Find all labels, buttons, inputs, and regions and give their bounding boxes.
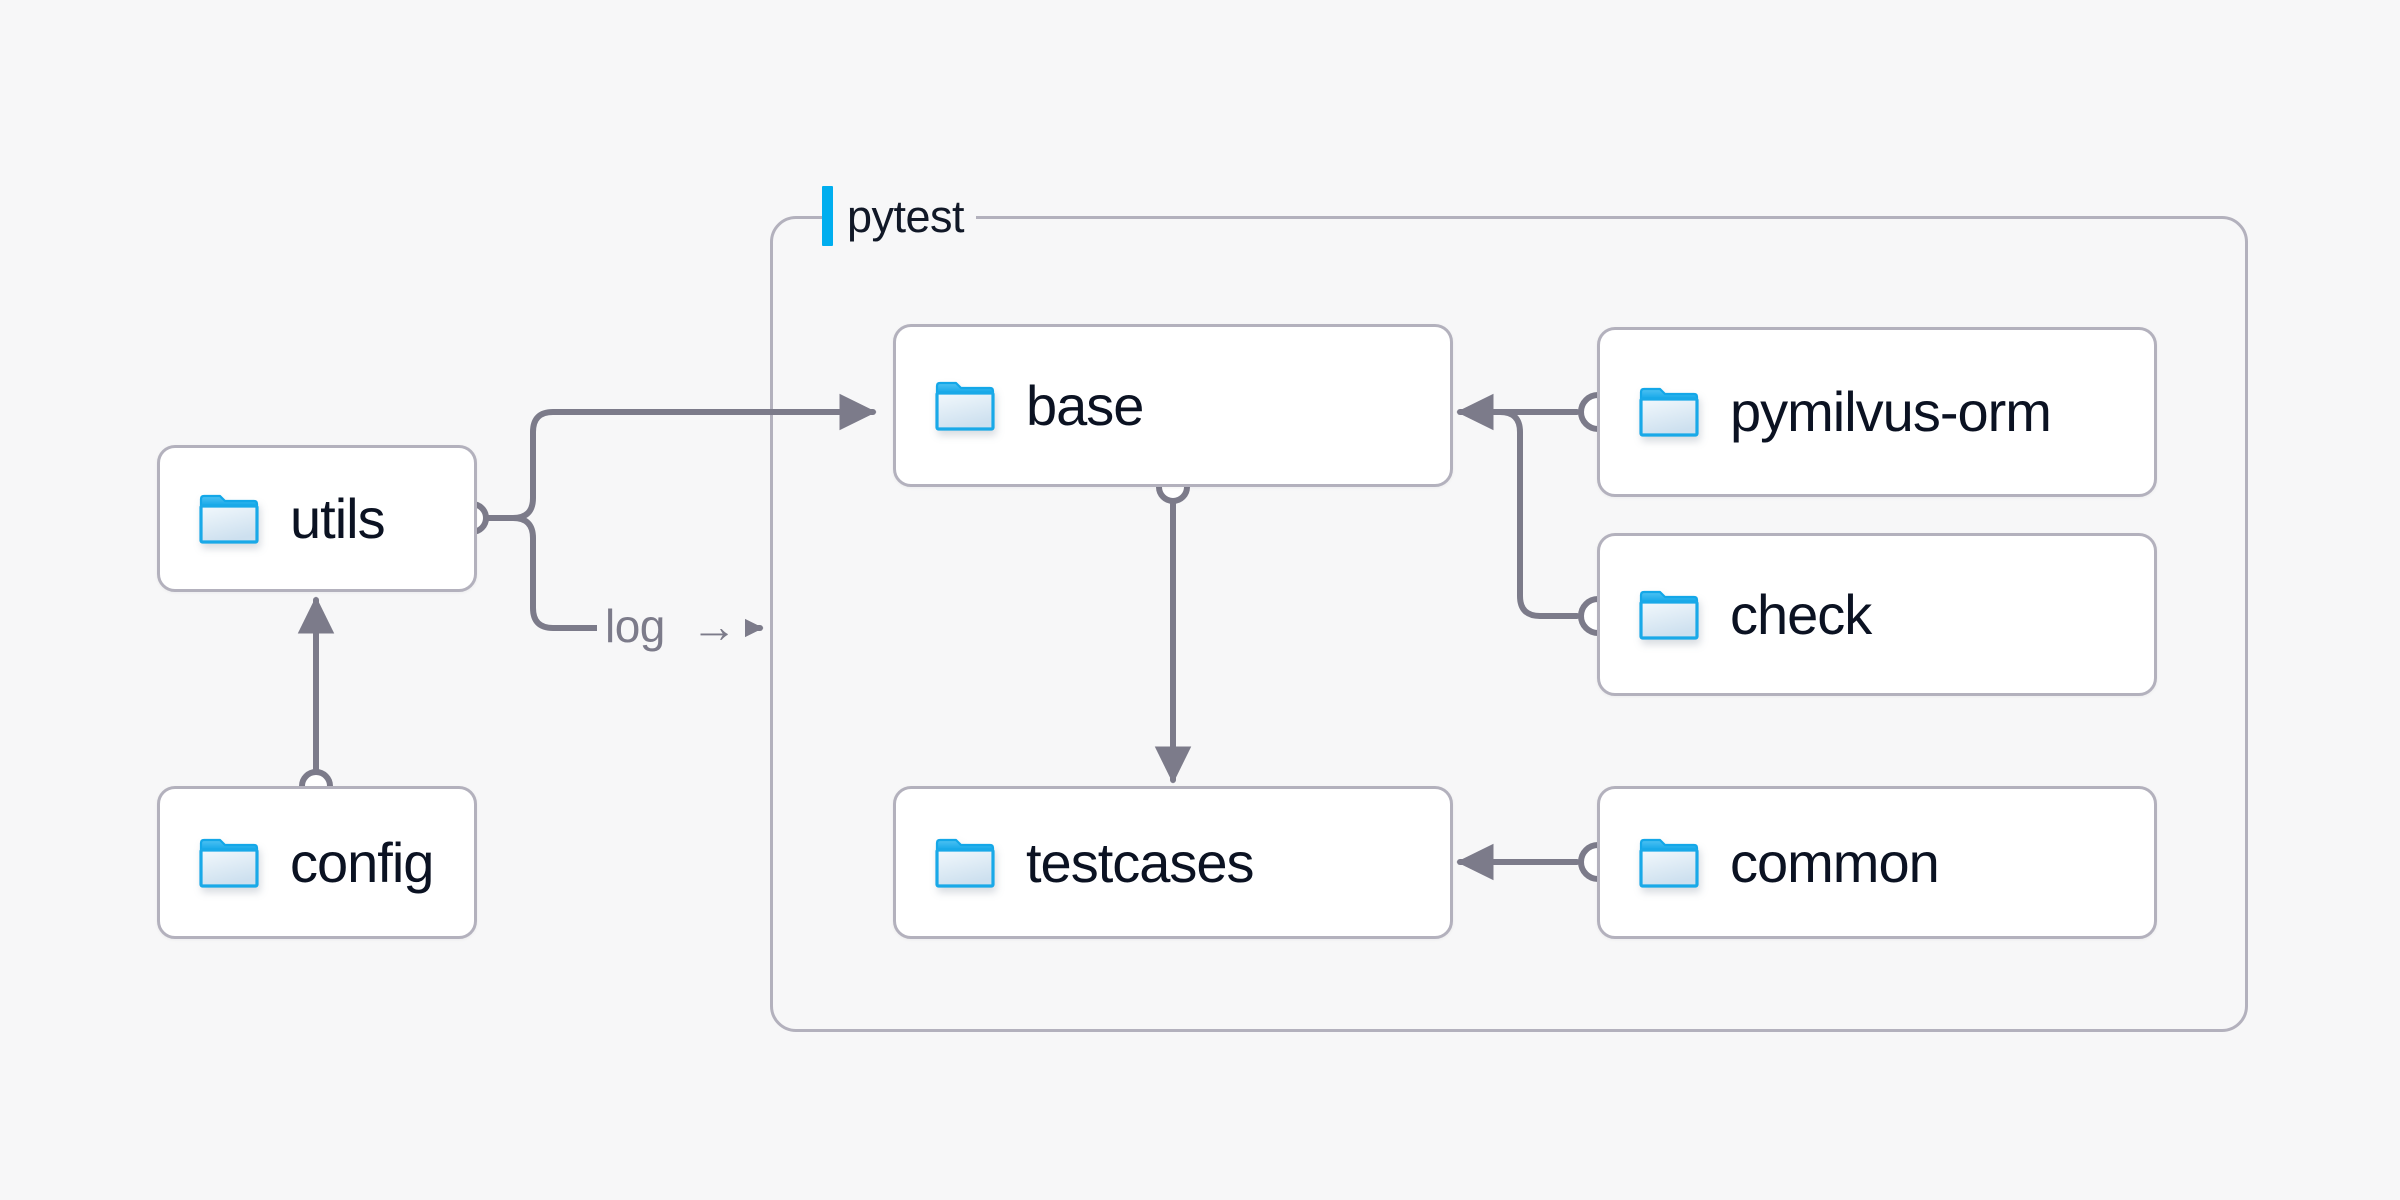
node-label: utils [290,486,386,550]
folder-icon [198,493,260,545]
edge-label-log-arrow-icon: → [691,600,737,652]
node-base[interactable]: base [893,324,1453,487]
folder-icon [934,837,996,889]
folder-icon [198,837,260,889]
group-title: pytest [847,190,965,242]
pytest-group-label: pytest [822,185,977,247]
node-common[interactable]: common [1597,786,2157,939]
edge-label-log-text: log [605,600,665,652]
node-label: common [1730,830,1940,894]
node-label: config [290,830,434,894]
node-label: base [1026,373,1144,437]
node-check[interactable]: check [1597,533,2157,696]
node-label: check [1730,582,1872,646]
node-label: pymilvus-orm [1730,380,2052,443]
group-accent-bar [822,186,833,246]
pytest-group-container [770,216,2248,1032]
node-pymilvus-orm[interactable]: pymilvus-orm [1597,327,2157,497]
node-testcases[interactable]: testcases [893,786,1453,939]
edge-label-log: log → [597,603,745,649]
folder-icon [1638,837,1700,889]
node-label: testcases [1026,830,1255,894]
edge-check-base [1460,409,1580,619]
folder-icon [1638,589,1700,641]
node-utils[interactable]: utils [157,445,477,592]
node-config[interactable]: config [157,786,477,939]
folder-icon [1638,386,1700,438]
folder-icon [934,380,996,432]
edge-utils-base [484,393,877,521]
